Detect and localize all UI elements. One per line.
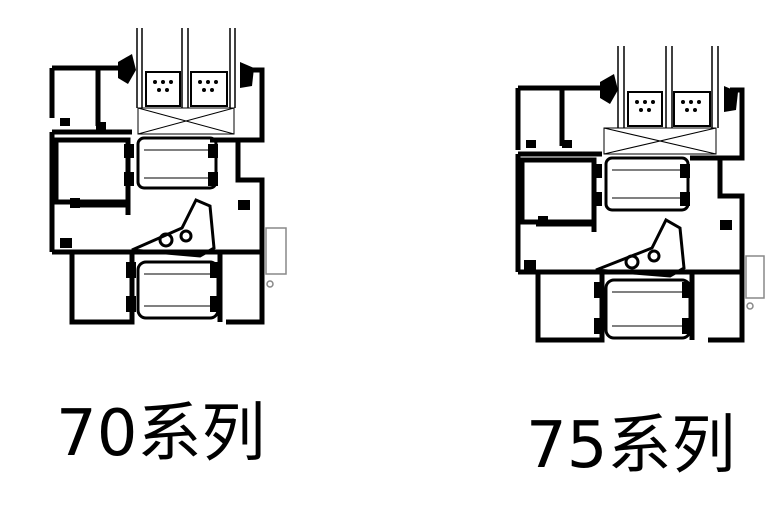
thermal-break-hatch — [144, 149, 212, 307]
sash-gasket — [131, 198, 216, 258]
spacer-bars — [627, 91, 711, 127]
series-75-label: 75系列 — [526, 409, 736, 483]
series-70-label: 70系列 — [56, 397, 266, 471]
hardware-handle — [745, 255, 765, 310]
profile-70-drawing — [49, 28, 287, 325]
glazing-seals — [118, 54, 254, 88]
thermal-break — [604, 156, 692, 340]
profile-75-section: 75系列 — [390, 0, 780, 508]
corner-clips — [60, 118, 250, 312]
sash-gasket — [595, 217, 686, 278]
hardware-handle — [265, 227, 287, 288]
glass-unit — [136, 28, 236, 108]
thermal-break-hatch — [612, 169, 684, 327]
setting-block — [603, 127, 717, 155]
corner-clips — [524, 140, 732, 334]
glass-unit — [617, 46, 719, 128]
profile-75-drawing — [515, 46, 765, 343]
thermal-break — [136, 136, 220, 320]
setting-block — [137, 107, 235, 135]
profile-70-section: 70系列 — [49, 28, 287, 471]
spacer-bars — [145, 71, 228, 107]
